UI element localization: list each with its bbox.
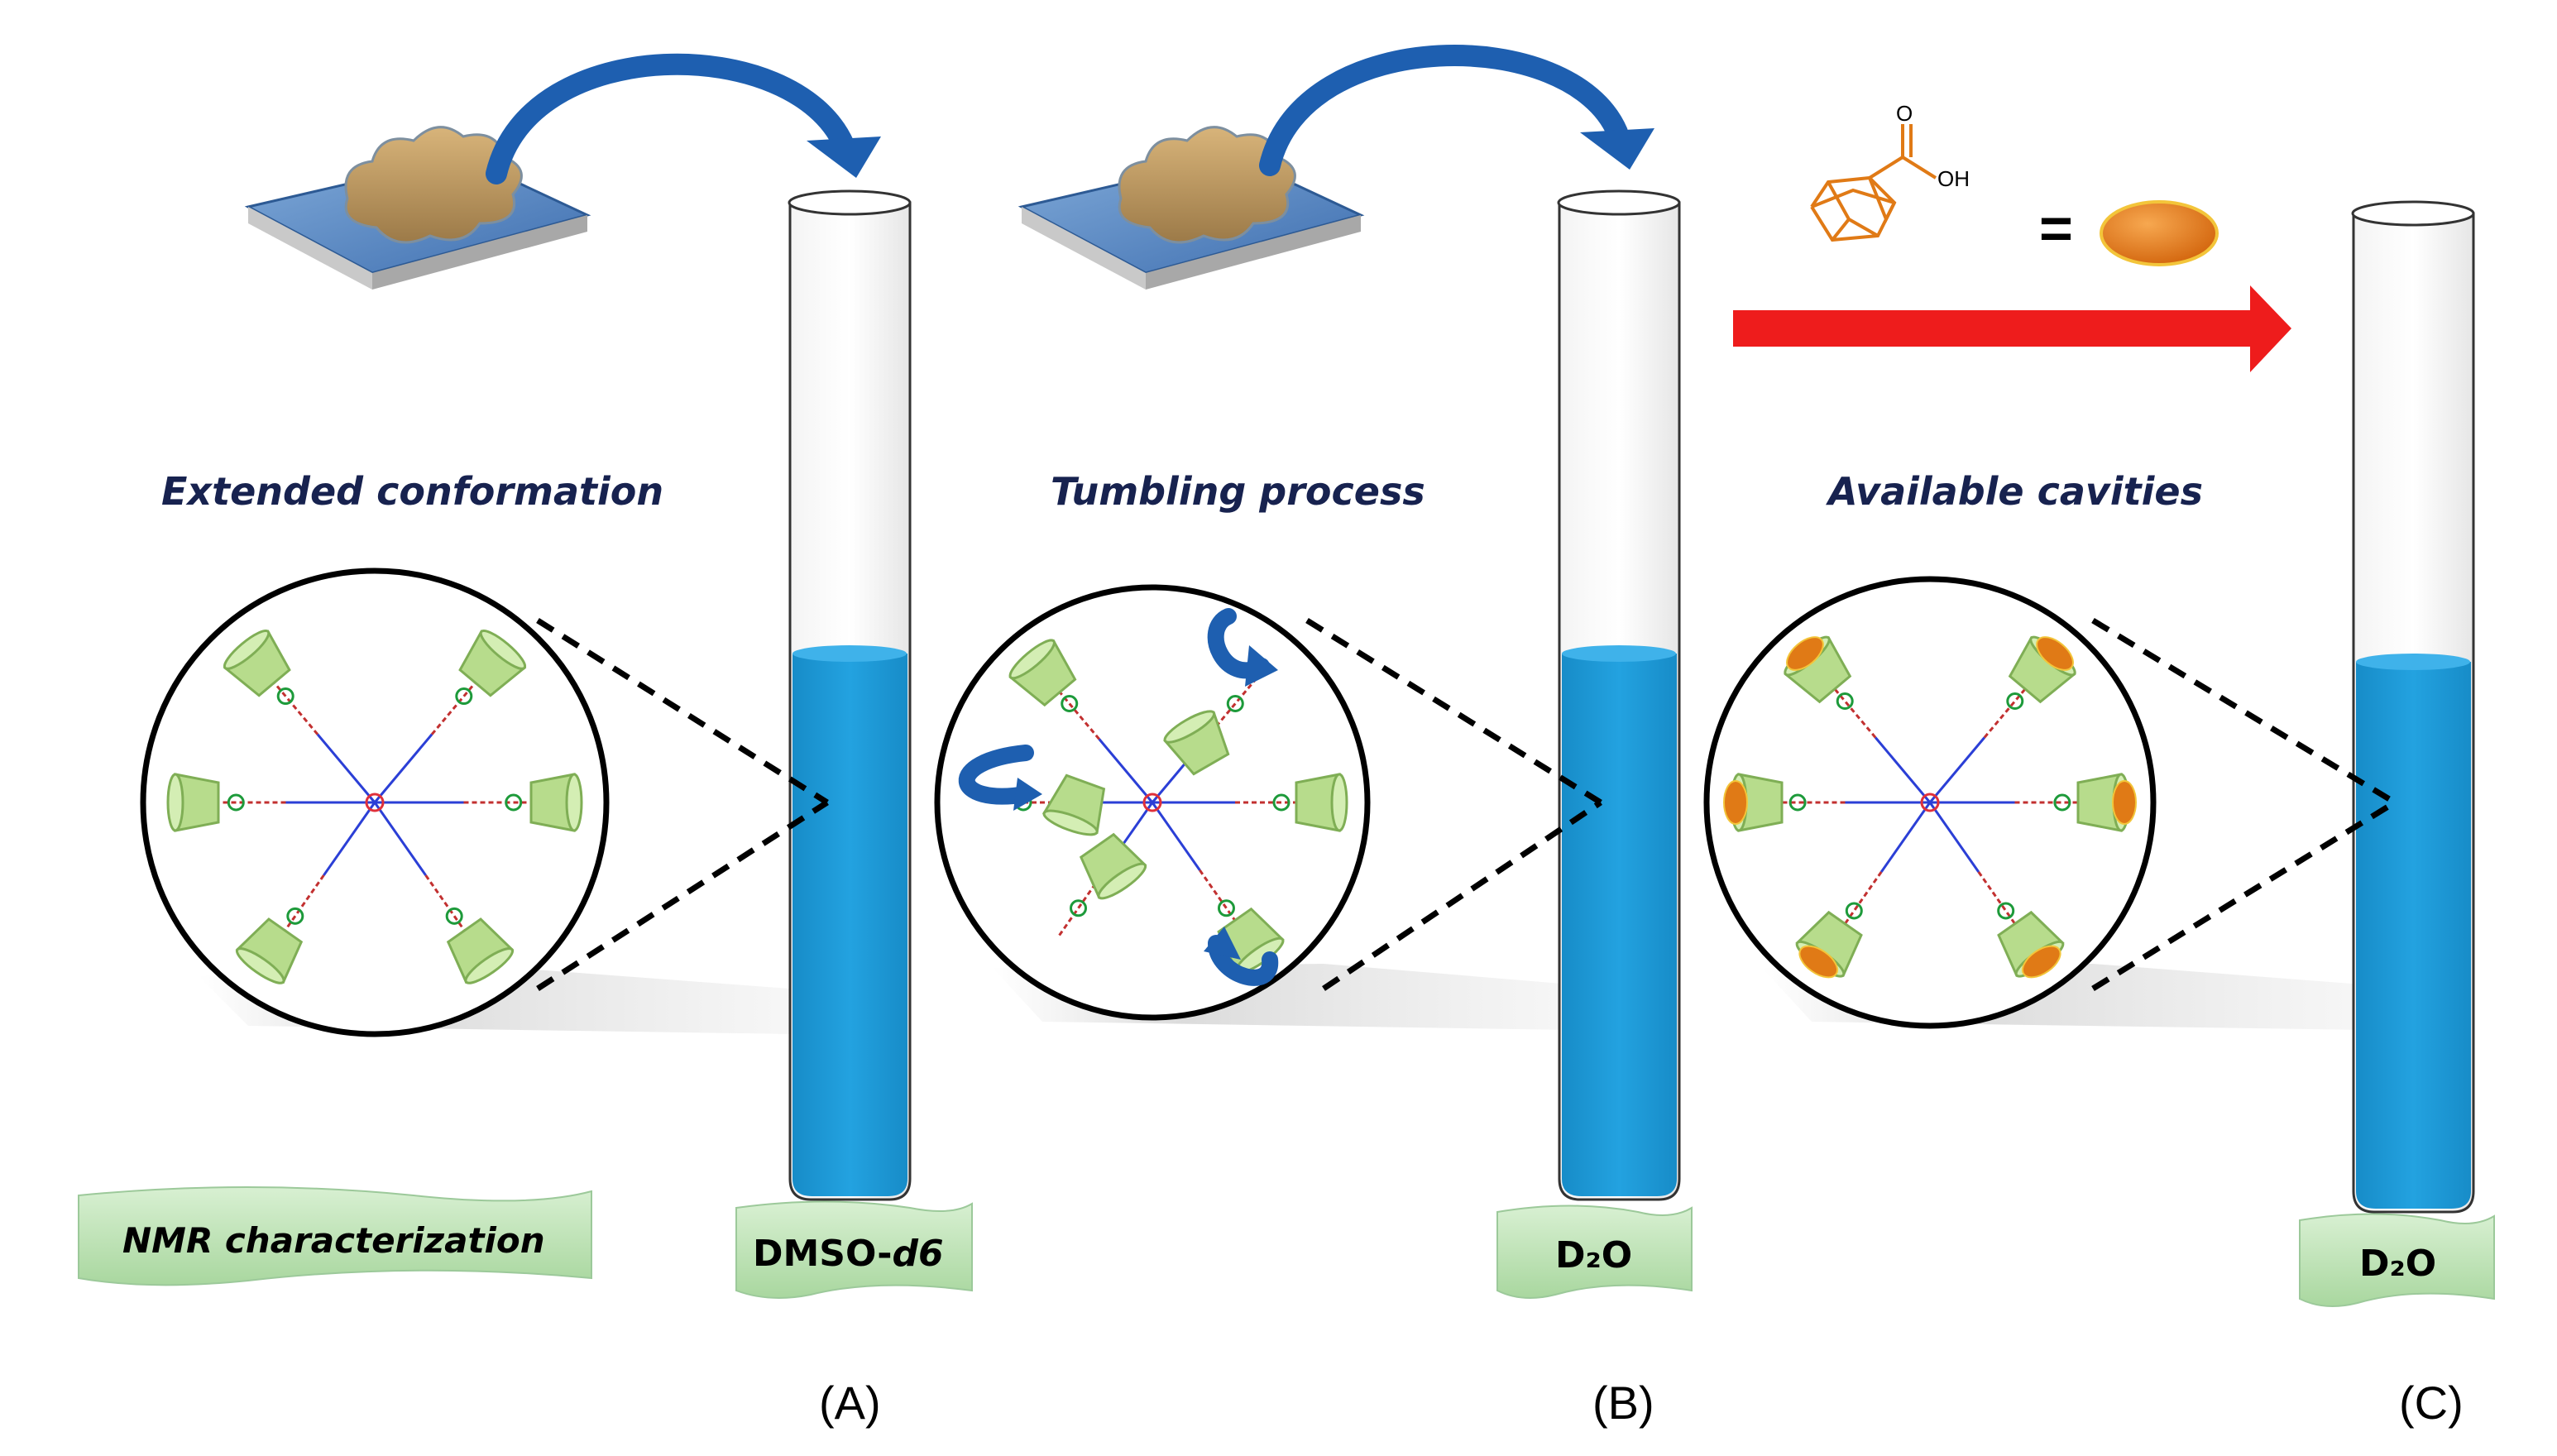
polymer-arm [166,773,375,832]
triazole-ring [1836,692,1854,711]
guest-in-cavity-icon [2022,945,2061,979]
tag-d2o-c-text: D₂O [2359,1243,2436,1285]
polymer-arm [1056,802,1154,939]
core-icon [365,793,385,812]
curved-arrow-b-head [1580,128,1654,170]
triazole-ring [1845,902,1863,920]
cyclodextrin-cup-icon [166,773,220,832]
guest-in-cavity-icon [2036,636,2074,671]
test-tube-a [788,189,912,1201]
polymer-arm [1152,773,1348,832]
cyclodextrin-cup-icon [458,629,527,697]
cyclodextrin-cup-icon [235,917,304,984]
test-tube-b [1557,189,1681,1201]
guest-in-cavity-icon [1786,636,1824,671]
polymer-arm [375,773,583,832]
guest-in-cavity-icon [2112,780,2137,825]
panel-label-a: (A) [819,1377,881,1429]
solution-c [2356,662,2471,1209]
cyclodextrin-cup-icon [1008,639,1077,707]
triazole-ring [1272,793,1290,812]
polymer-arm [1795,802,1932,979]
tag-dmso-suffix: d6 [892,1233,943,1275]
triazole-ring [1226,694,1244,712]
tag-nmr-text: NMR characterization [122,1220,545,1261]
gel-plate-a [244,126,591,290]
red-arrow [1733,285,2291,372]
triazole-ring [2006,692,2024,711]
cyclodextrin-cup-icon [223,629,291,697]
cyclodextrin-cup-icon [1795,910,1863,979]
caption-tumbling-process: Tumbling process [1051,469,1425,514]
hydroxyl-label: OH [1937,166,1970,191]
tag-d2o-b: D₂O [1496,1205,1693,1299]
triazole-ring [1997,902,2015,920]
cyclodextrin-cup-icon [446,917,515,984]
curved-arrow-a [486,53,855,184]
triazole-ring [286,907,304,925]
polymer-arm [1151,674,1260,803]
polymer-arm [373,629,527,803]
triazole-ring [1788,793,1807,812]
polymer-arm [235,802,376,984]
zoom-lines-b [1305,618,1602,991]
cyclodextrin-cup-icon [1295,773,1348,832]
polymer-arm [1928,802,2065,979]
cyclodextrin-cup-icon [1163,710,1230,776]
solution-b [1562,654,1677,1196]
triazole-ring [1061,694,1079,712]
tumbling-arrow-heads [1013,645,1278,960]
caption-extended-conformation: Extended conformation [161,469,663,514]
core-icon [1142,793,1162,812]
polymer-arm [1723,773,1930,832]
triazole-ring [1070,899,1088,917]
tag-nmr-characterization: NMR characterization [78,1186,592,1286]
carbonyl-oxygen-label: O [1896,101,1913,126]
core-icon [1920,793,1940,812]
polymer-arm [1784,635,1932,803]
equals-sign: = [2039,196,2073,261]
cyclodextrin-cup-icon [1079,832,1147,900]
zoom-lines-a [536,618,829,991]
polymer-arm [1928,635,2076,803]
guest-in-cavity-icon [1798,945,1838,979]
guest-in-cavity-icon [1723,780,1748,825]
tag-dmso-d6: DMSO-d6 [735,1200,973,1299]
cyclodextrin-cup-icon [2008,635,2076,704]
guest-ellipse-icon [2100,200,2219,266]
triazole-ring [276,687,294,706]
tag-d2o-c: D₂O [2299,1213,2495,1307]
curved-arrow-b [1259,45,1628,176]
triazole-ring [455,687,473,706]
caption-available-cavities: Available cavities [1826,469,2203,514]
polymer-arm [1930,773,2137,832]
polymer-arm [1008,639,1154,803]
tag-dmso-prefix: DMSO- [753,1233,892,1275]
test-tube-c [2351,200,2475,1214]
panel-label-c: (C) [2399,1377,2464,1429]
triazole-ring [505,793,523,812]
cyclodextrin-cup-icon [1784,635,1852,704]
star-polymer-a [166,629,583,984]
polymer-arm [223,629,376,803]
tag-dmso-text: DMSO-d6 [753,1233,944,1275]
cyclodextrin-cup-icon [1997,910,2065,979]
triazole-ring [445,907,463,925]
adamantane-carboxylic-acid [1810,124,1937,242]
polymer-arm [373,802,515,984]
cyclodextrin-cup-icon [529,773,583,832]
cyclodextrin-cup-icon [1041,774,1106,836]
solution-a [792,654,907,1196]
cyclodextrin-cup-icon [1723,773,1784,832]
star-polymer-c [1723,635,2137,979]
triazole-ring [2053,793,2071,812]
cyclodextrin-cup-icon [2076,773,2137,832]
curved-arrow-a-head [807,136,881,178]
panel-label-b: (B) [1592,1377,1654,1429]
triazole-ring [1217,899,1235,917]
triazole-ring [227,793,245,812]
gel-plate-b [1018,126,1365,290]
tag-d2o-b-text: D₂O [1555,1234,1632,1276]
